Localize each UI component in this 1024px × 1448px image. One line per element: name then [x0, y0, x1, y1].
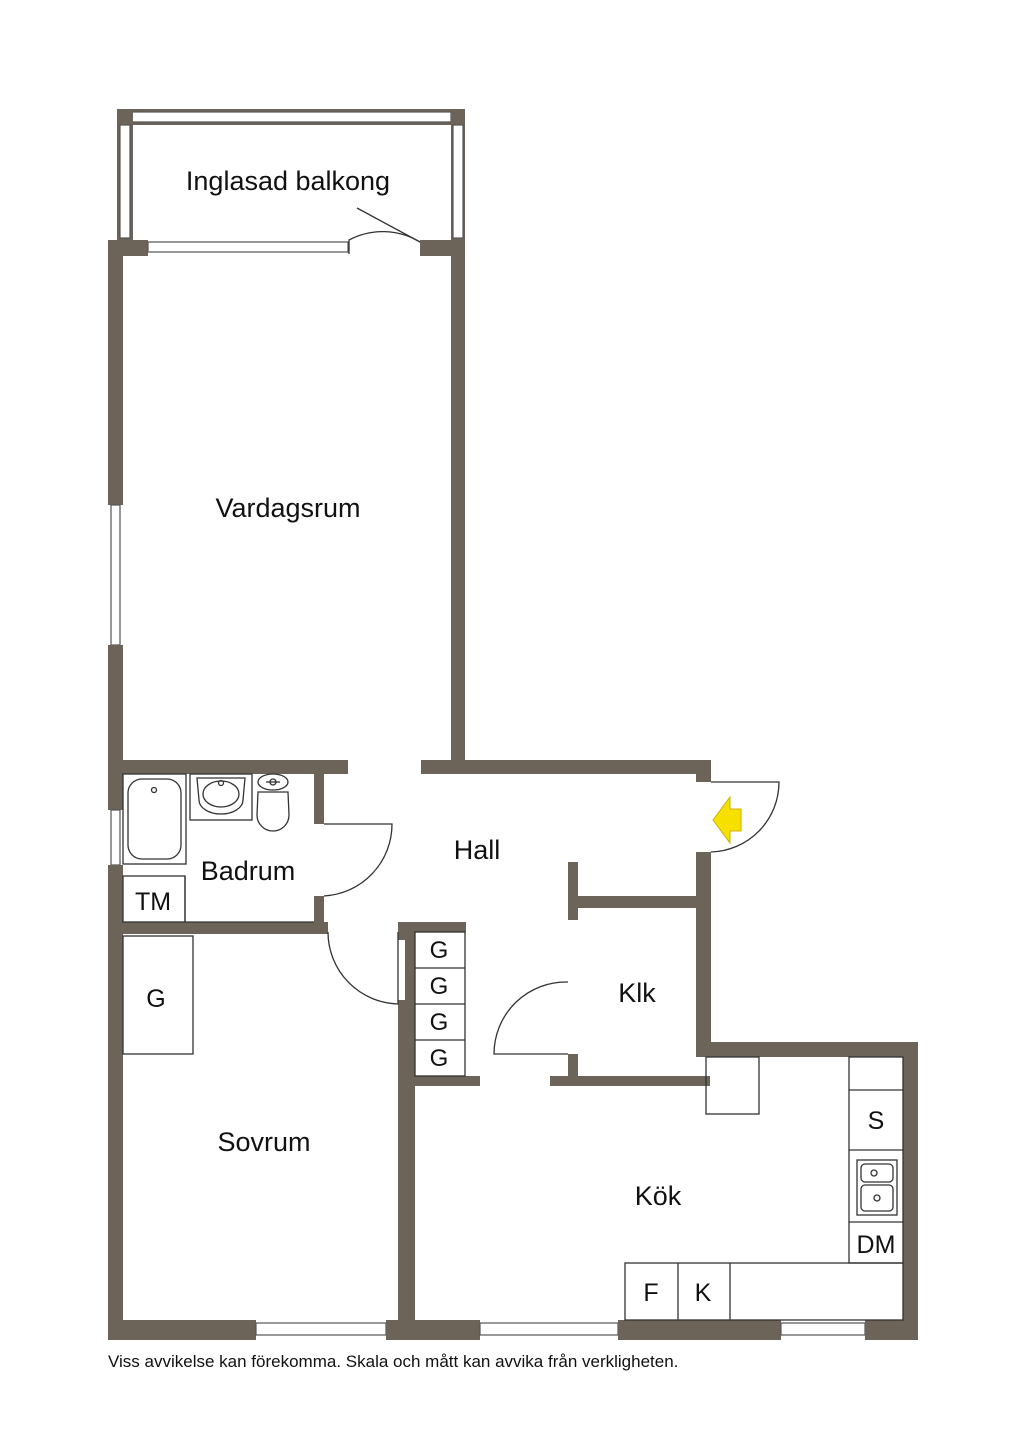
kitchen-fixtures — [624, 1056, 904, 1321]
fixture-label-wardrobe-hall-2: G — [430, 973, 449, 1000]
fixture-label-wardrobe-hall-4: G — [430, 1045, 449, 1072]
hall-wardrobes — [414, 931, 466, 1077]
fixture-label-laundry: TM — [135, 888, 171, 916]
interior-walls — [108, 760, 710, 1340]
room-label-kitchen: Kök — [635, 1181, 682, 1211]
doors — [323, 781, 780, 1055]
balcony-door — [348, 230, 421, 254]
bathroom-door — [323, 823, 393, 897]
bathtub-icon — [122, 773, 187, 865]
bedroom-wardrobe — [122, 935, 194, 1055]
room-label-closet: Klk — [618, 978, 656, 1008]
entrance-arrow-icon — [712, 795, 742, 845]
bedroom-door — [327, 931, 399, 1005]
room-label-bathroom: Badrum — [201, 856, 296, 886]
kitchen-cabinet — [705, 1056, 760, 1115]
kitchen-counter-bottom — [624, 1262, 904, 1321]
bathroom-fixtures — [122, 773, 314, 923]
closet-door — [493, 981, 569, 1055]
room-label-hall: Hall — [454, 835, 501, 865]
room-label-living: Vardagsrum — [215, 493, 360, 523]
room-label-bedroom: Sovrum — [217, 1127, 310, 1157]
fixture-label-wardrobe-hall-1: G — [430, 937, 449, 964]
sink-icon — [856, 1159, 898, 1216]
washbasin-icon — [189, 773, 253, 821]
fixture-label-dishwasher: DM — [857, 1231, 896, 1259]
fixture-label-fridge: K — [695, 1279, 712, 1307]
entrance-door — [710, 781, 780, 853]
room-label-balcony: Inglasad balkong — [186, 166, 390, 196]
fixture-label-wardrobe-bedroom: G — [146, 985, 165, 1013]
exterior-walls — [108, 240, 918, 1340]
fixture-label-freezer: F — [643, 1279, 658, 1307]
fixture-label-stove: S — [868, 1107, 885, 1135]
disclaimer-text: Viss avvikelse kan förekomma. Skala och … — [108, 1352, 679, 1371]
fixture-label-wardrobe-hall-3: G — [430, 1009, 449, 1036]
toilet-icon — [256, 773, 290, 832]
